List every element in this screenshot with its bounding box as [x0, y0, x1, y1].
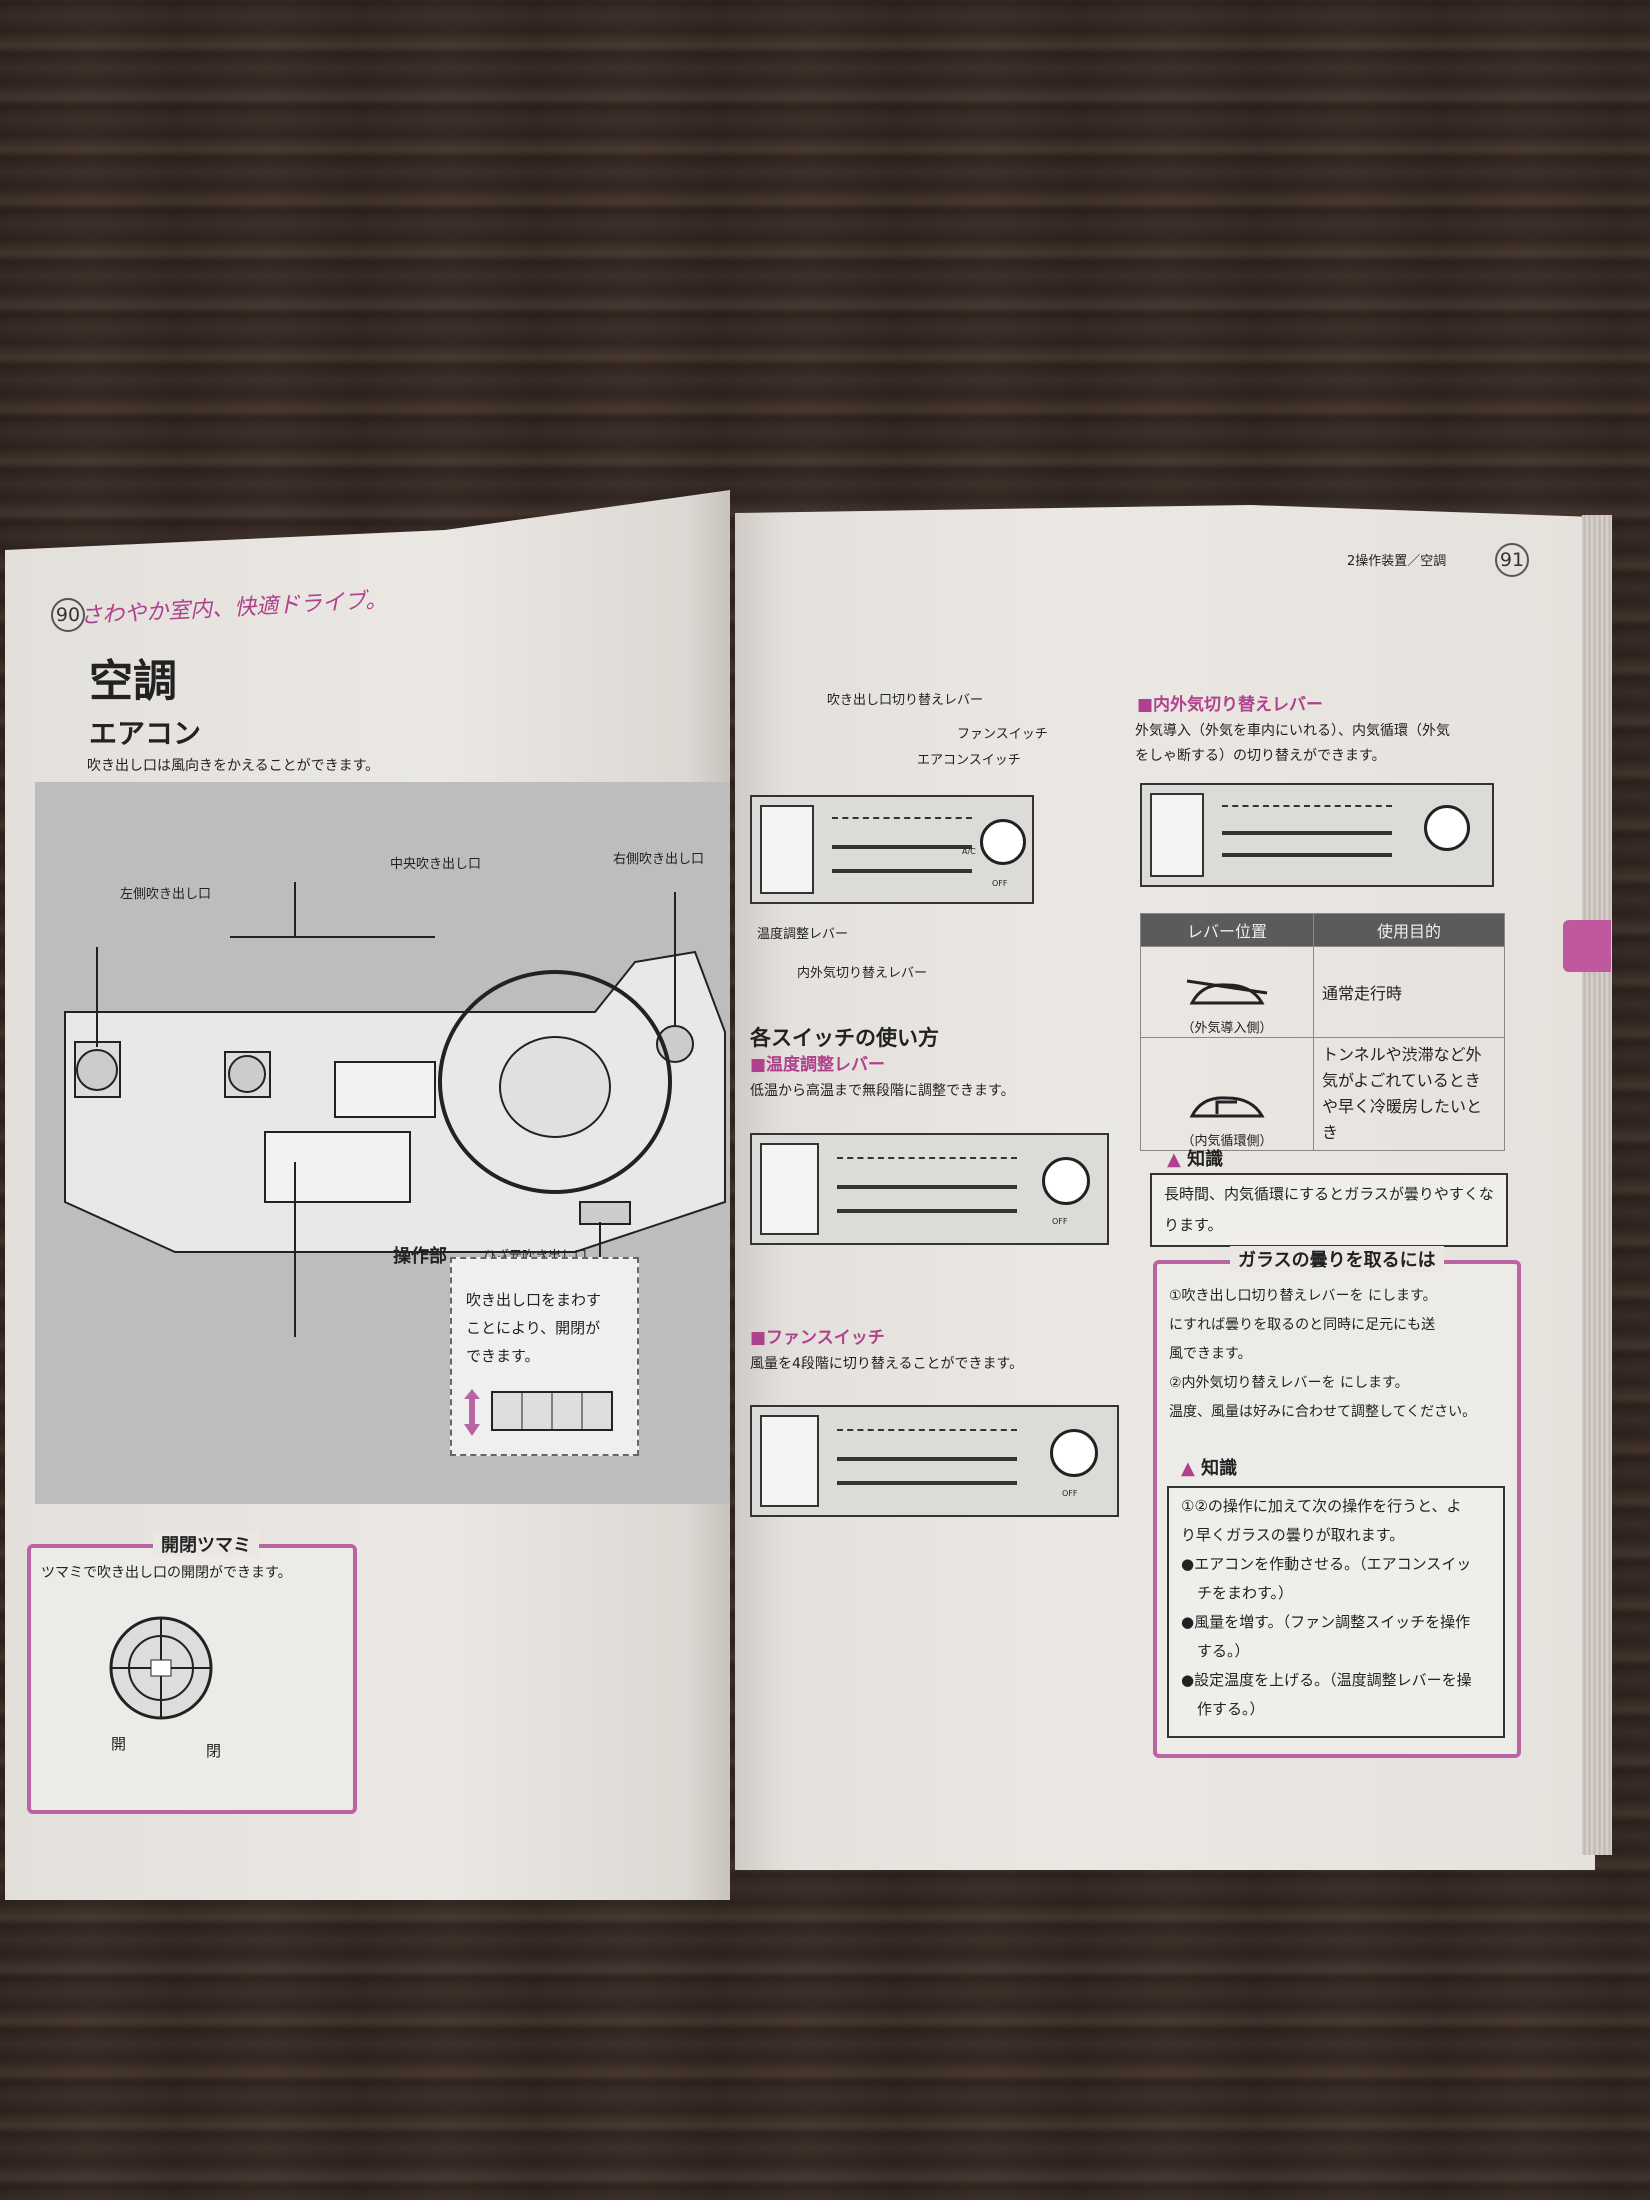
table-row: （外気導入側） 通常走行時 [1140, 946, 1505, 1038]
knee-vent-icon [464, 1389, 613, 1436]
label-center-vent: 中央吹き出し口 [390, 857, 482, 872]
intro-text: 吹き出し口は風向きをかえることができます。 [87, 758, 380, 774]
fan-switch-text: 風量を4段階に切り替えることができます。 [750, 1356, 1024, 1372]
knob-box-title: 開閉ツマミ [153, 1531, 259, 1557]
label-temp-lever: 温度調整レバー [757, 927, 849, 942]
control-panel-diagram: A/C OFF [750, 795, 1034, 904]
defog-line-2: にすれば曇りを取るのと同時に足元にも送 [1169, 1317, 1436, 1333]
defog-line-4: ②内外気切り替えレバーを にします。 [1169, 1375, 1409, 1391]
book-page-edges [1582, 515, 1612, 1855]
vent-knob-icon [109, 1616, 213, 1720]
recirculation-icon [1189, 1096, 1265, 1118]
knob-info-text: ツマミで吹き出し口の開閉ができます。 [41, 1565, 292, 1581]
recirc-text-1: 外気導入（外気を車内にいれる）、内気循環（外気 [1135, 723, 1450, 739]
label-recirc-lever: 内外気切り替えレバー [797, 966, 928, 981]
table-row: （内気循環側） トンネルや渋滞など外気がよごれているときや早く冷暖房したいとき [1140, 1037, 1505, 1151]
control-panel-recirc [1140, 783, 1494, 887]
table-row-purpose: 通常走行時 [1313, 946, 1505, 1038]
outside-air-icon [1186, 979, 1268, 1005]
pink-thumb-tab [1563, 920, 1611, 972]
temp-lever-text: 低温から高温まで無段階に調整できます。 [750, 1083, 1015, 1099]
defog-line-5: 温度、風量は好みに合わせて調整してください。 [1169, 1404, 1477, 1420]
table-row-position: （内気循環側） [1181, 1134, 1273, 1149]
table-row-purpose: トンネルや渋滞など外気がよごれているときや早く冷暖房したいとき [1313, 1037, 1505, 1151]
left-page-number: 90 [51, 598, 85, 632]
fan-switch-heading: ■ファンスイッチ [750, 1328, 885, 1348]
table-header-position: レバー位置 [1140, 913, 1314, 947]
knee-vent-note: 吹き出し口をまわす ことにより、開閉が できます。 [450, 1257, 639, 1456]
label-right-vent: 右側吹き出し口 [613, 852, 705, 867]
knob-info-box: ツマミで吹き出し口の開閉ができます。 開 閉 [27, 1544, 357, 1814]
defog-line-3: 風できます。 [1169, 1346, 1252, 1362]
knowledge-1-note: 長時間、内気循環にするとガラスが曇りやすくな ります。 [1150, 1173, 1508, 1247]
label-open: 開 [111, 1735, 127, 1753]
right-page: 2操作装置／空調 91 吹き出し口切り替えレバー ファンスイッチ エアコンスイッ… [735, 505, 1595, 1870]
defog-line-1: ①吹き出し口切り替えレバーを にします。 [1169, 1288, 1437, 1304]
defog-info-box: ①吹き出し口切り替えレバーを にします。 にすれば曇りを取るのと同時に足元にも送… [1153, 1260, 1521, 1758]
label-close: 閉 [206, 1742, 222, 1760]
table-row-position: （外気導入側） [1181, 1021, 1273, 1036]
recirc-lever-heading: ■内外気切り替えレバー [1137, 695, 1324, 715]
temp-lever-heading: ■温度調整レバー [750, 1055, 886, 1075]
control-panel-temp: OFF [750, 1133, 1109, 1245]
dashboard-drawing [64, 882, 726, 1377]
label-controls: 操作部 [393, 1246, 447, 1267]
knowledge-2-note: ①②の操作に加えて次の操作を行うと、よ り早くガラスの曇りが取れます。 ●エアコ… [1167, 1486, 1505, 1738]
table-header-purpose: 使用目的 [1313, 913, 1505, 947]
lever-position-table: レバー位置 使用目的 （外気導入側） 通常走行時 （内気循環側） トンネルや渋滞… [1140, 913, 1505, 1151]
right-page-number: 91 [1495, 543, 1529, 577]
knowledge-1-title: ▲ 知識 [1167, 1149, 1224, 1170]
how-to-title: 各スイッチの使い方 [750, 1026, 939, 1050]
tagline: さわやか室内、快適ドライブ。 [79, 587, 388, 630]
label-left-vent: 左側吹き出し口 [120, 887, 212, 902]
label-vent-lever: 吹き出し口切り替えレバー [827, 693, 984, 708]
label-fan-switch: ファンスイッチ [957, 727, 1048, 742]
defog-box-title: ガラスの曇りを取るには [1230, 1246, 1444, 1272]
knowledge-2-title: ▲ 知識 [1181, 1458, 1238, 1479]
left-page: 90 さわやか室内、快適ドライブ。 空調 エアコン 吹き出し口は風向きをかえるこ… [5, 490, 730, 1900]
subtitle: エアコン [89, 717, 202, 750]
recirc-text-2: をしゃ断する）の切り替えができます。 [1135, 748, 1386, 764]
page-title: 空調 [89, 656, 177, 707]
graduation-cap-icon: ▲ [1181, 1458, 1195, 1479]
control-panel-fan: OFF [750, 1405, 1119, 1517]
section-header: 2操作装置／空調 [1347, 554, 1447, 569]
graduation-cap-icon: ▲ [1167, 1149, 1181, 1170]
label-ac-switch: エアコンスイッチ [917, 753, 1021, 768]
